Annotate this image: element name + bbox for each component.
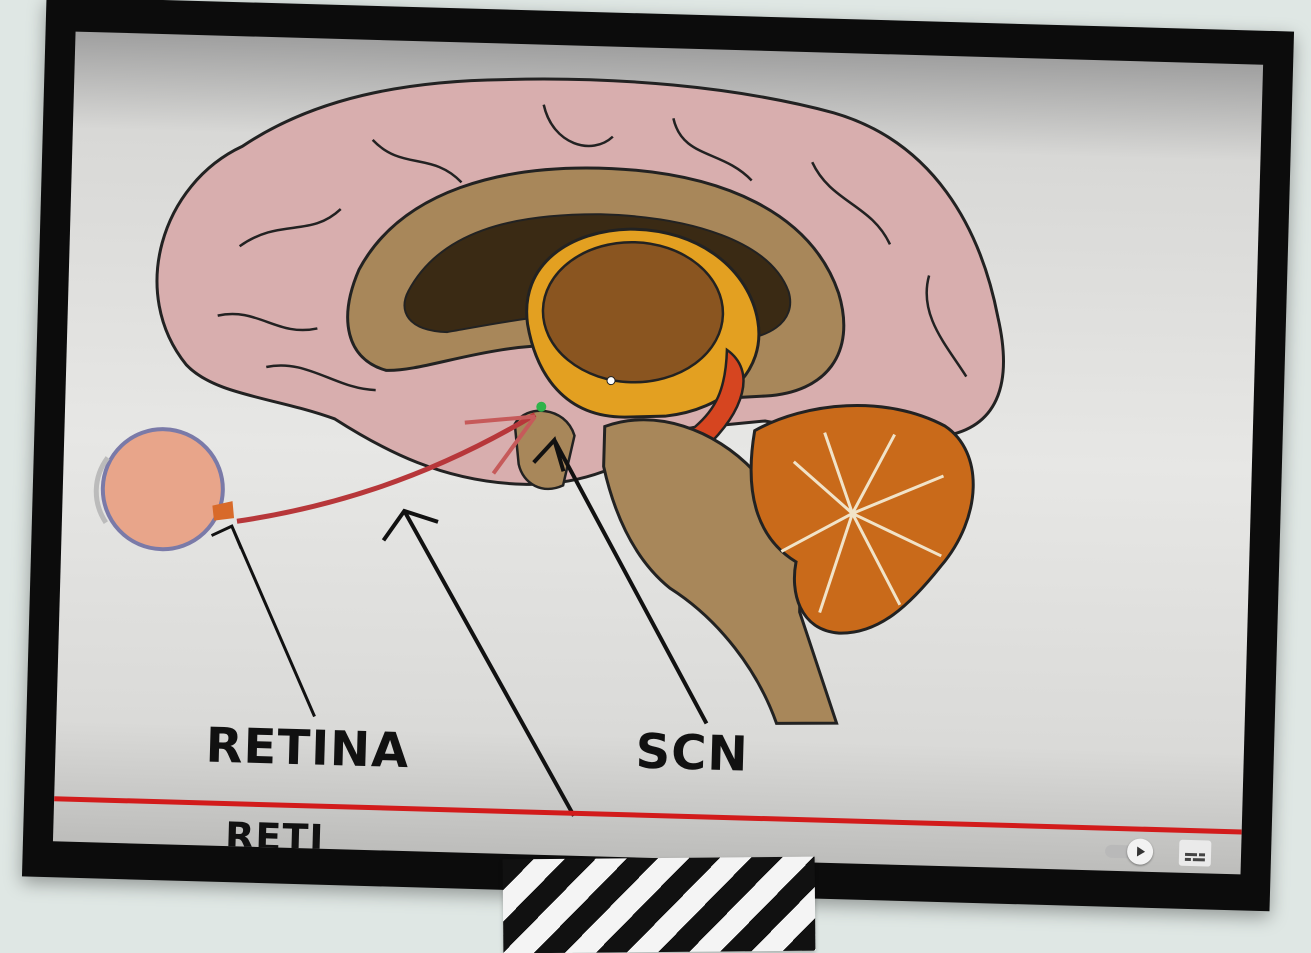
video-player[interactable]: RETINA SCN RETI — [53, 32, 1263, 875]
striped-tape-decoration — [503, 857, 816, 953]
autoplay-toggle-icon[interactable] — [1105, 840, 1158, 863]
retina-arrow — [207, 526, 320, 717]
subtitles-icon[interactable] — [1179, 840, 1212, 867]
scn-label: SCN — [635, 724, 749, 783]
play-icon — [1127, 838, 1154, 865]
retina-label: RETINA — [205, 717, 410, 779]
player-controls — [1105, 835, 1212, 870]
video-frame: RETINA SCN RETI — [22, 0, 1294, 911]
partial-caption: RETI — [225, 814, 325, 861]
